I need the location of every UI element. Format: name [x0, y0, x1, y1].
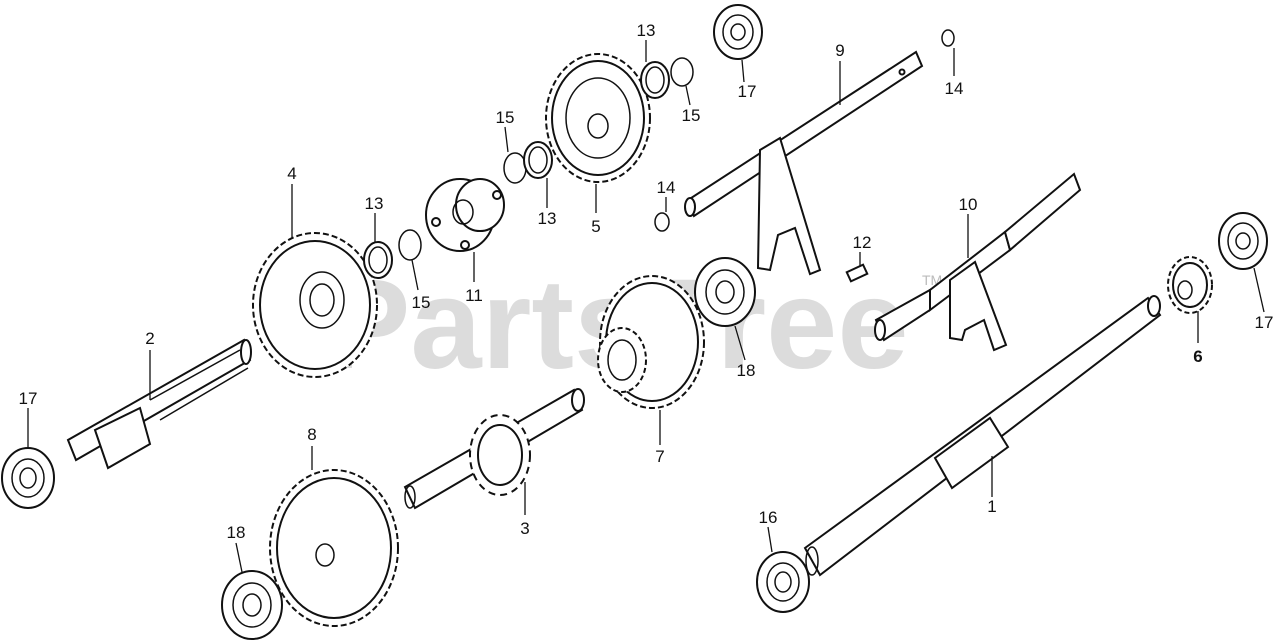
gear-part-4 [252, 232, 378, 378]
circlip-part-15-top [670, 57, 694, 87]
label-part-3: 3 [520, 519, 529, 538]
label-part-14-top: 14 [945, 79, 964, 98]
ring-part-14-middle [654, 212, 670, 232]
label-part-18-bottom: 18 [227, 523, 246, 542]
shift-shaft-part-9 [684, 50, 924, 276]
bearing-part-16 [756, 551, 810, 613]
label-part-14-middle: 14 [657, 178, 676, 197]
label-part-15-left: 15 [412, 293, 431, 312]
gear-part-7 [597, 275, 705, 409]
gear-part-8 [269, 469, 399, 627]
label-part-13-top: 13 [637, 21, 656, 40]
label-part-11: 11 [465, 286, 483, 305]
label-part-15-top: 15 [682, 106, 701, 125]
leader-lines [27, 40, 1265, 573]
gear-part-5 [545, 53, 651, 183]
ring-part-14-top [941, 29, 955, 47]
hub-part-11 [425, 178, 505, 252]
label-part-17-top: 17 [738, 82, 757, 101]
label-part-18-middle: 18 [737, 361, 756, 380]
washer-part-13-left [363, 241, 393, 279]
circlip-part-15-middle [503, 152, 527, 184]
label-part-17-right: 17 [1255, 313, 1274, 332]
label-part-13-left: 13 [365, 194, 384, 213]
label-part-9: 9 [835, 41, 844, 60]
label-part-17-left: 17 [19, 389, 38, 408]
label-part-10: 10 [959, 195, 978, 214]
label-part-2: 2 [145, 329, 154, 348]
countershaft-part-3 [403, 388, 585, 510]
shaft-part-2 [66, 338, 252, 470]
washer-part-13-middle [523, 141, 553, 179]
label-part-7: 7 [655, 447, 664, 466]
output-shaft-part-1 [803, 295, 1162, 577]
label-part-5: 5 [591, 217, 600, 236]
label-part-4: 4 [287, 164, 296, 183]
part-labels: 1 2 3 4 5 6 7 8 9 10 11 12 13 13 13 14 1… [19, 21, 1274, 542]
label-part-13-middle: 13 [538, 209, 557, 228]
pin-part-12 [845, 263, 869, 283]
bearing-part-18-bottom [221, 570, 283, 640]
gear-part-6 [1167, 256, 1213, 314]
circlip-part-15-left [398, 229, 422, 261]
label-part-8: 8 [307, 425, 316, 444]
label-part-6: 6 [1193, 347, 1202, 366]
bearing-part-18-middle [694, 257, 756, 327]
label-part-12: 12 [853, 233, 872, 252]
label-part-15-middle: 15 [496, 108, 515, 127]
label-part-16: 16 [759, 508, 778, 527]
bearing-part-17-left [1, 447, 55, 509]
bearing-part-17-top [713, 4, 763, 60]
washer-part-13-top [640, 61, 670, 99]
shift-shaft-part-10 [874, 172, 1082, 352]
label-part-1: 1 [987, 497, 996, 516]
bearing-part-17-right [1218, 212, 1268, 270]
